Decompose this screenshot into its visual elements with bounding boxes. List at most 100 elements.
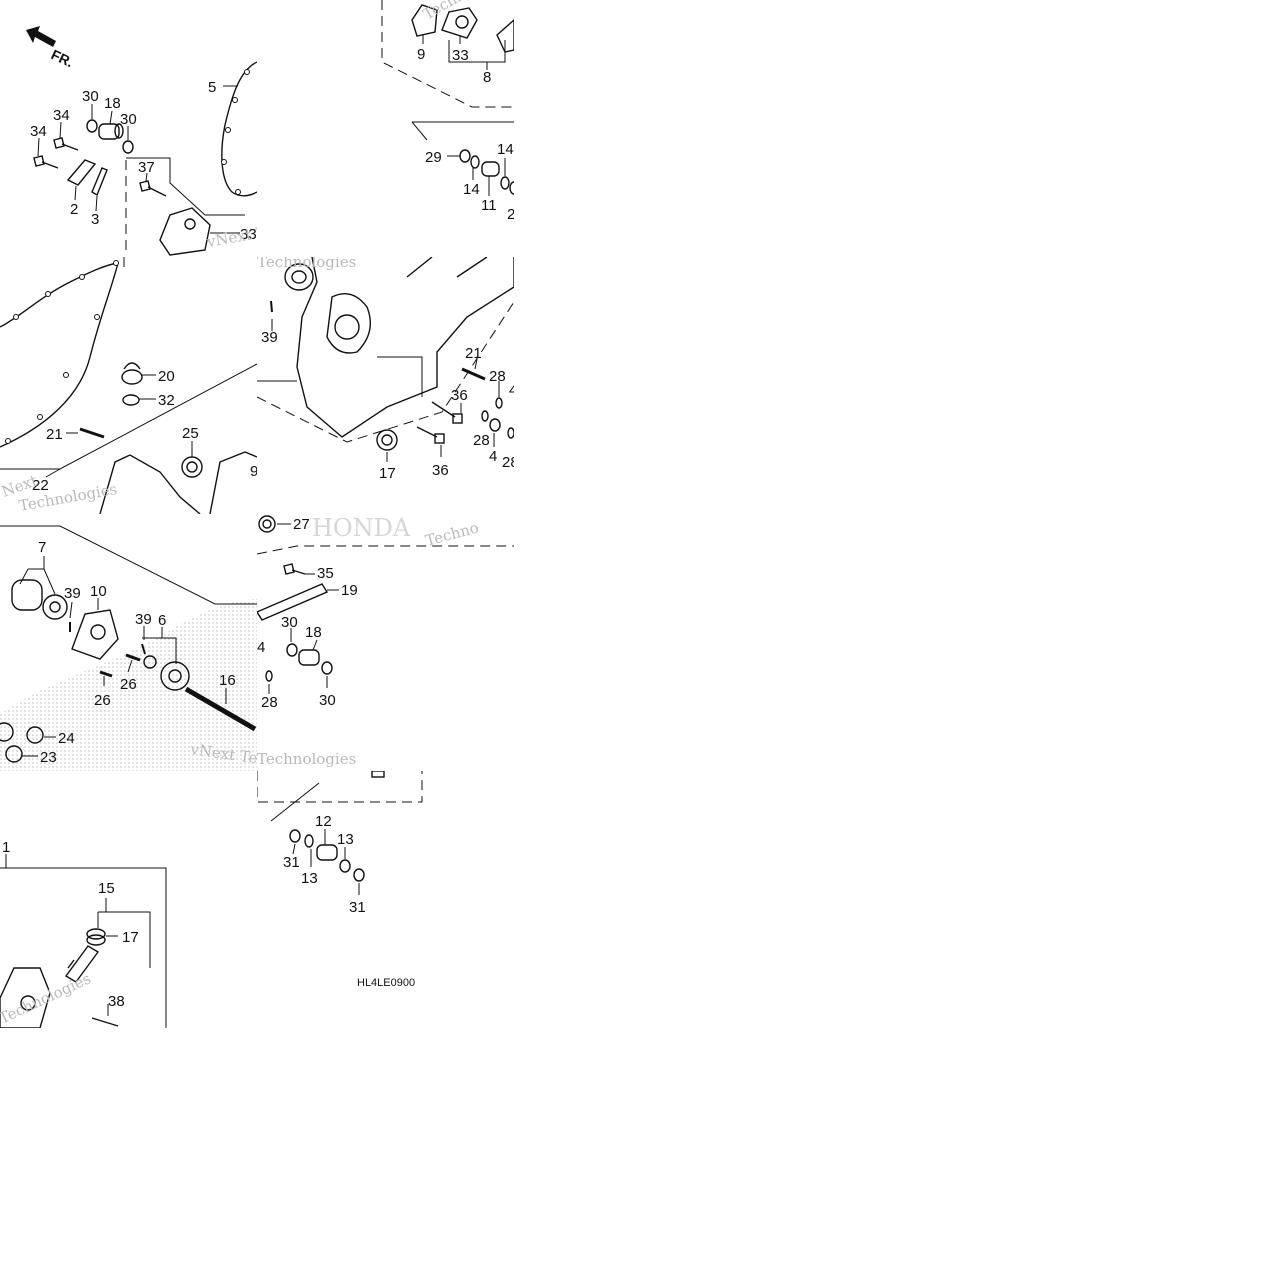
callout-label: 34 — [53, 107, 70, 124]
plug-part — [481, 161, 500, 177]
front-arrow-icon: FR. — [26, 26, 76, 70]
callout-label: 29 — [425, 149, 442, 166]
diagram-tile-top-mid: 9 33 8 29 14 14 11 2 Techno — [257, 0, 514, 257]
bolt — [416, 426, 445, 444]
seal-ring — [500, 176, 514, 195]
callout-label: 37 — [138, 159, 155, 176]
bolt — [91, 1017, 119, 1027]
callout-label: 15 — [98, 880, 115, 897]
link-plate — [66, 159, 97, 186]
seal-ring — [265, 670, 273, 682]
diagram-tile-lower-mid-bottom: 31 13 12 13 31 — [257, 771, 427, 921]
plug-part — [316, 844, 338, 861]
front-marker: FR. — [49, 46, 76, 70]
diagram-tile-bottom-left: 1 15 17 38 Technologies — [0, 828, 170, 1028]
plug-part — [298, 649, 320, 666]
dowel-pin — [270, 300, 273, 313]
cap-part — [121, 362, 143, 385]
callout-label: 6 — [158, 612, 166, 629]
callout-label: 33 — [240, 226, 257, 243]
bearing-part — [284, 263, 314, 291]
callout-label: 28 — [489, 368, 506, 385]
callout-label: 14 — [463, 181, 480, 198]
diagram-tile-lower-mid: HONDA Techno 27 35 19 30 18 28 30 4 — [257, 514, 514, 771]
callout-label: 39 — [135, 611, 152, 628]
bracket-part — [159, 207, 211, 256]
callout-label: 4 — [489, 448, 497, 465]
diagram-tile-lower-left: 7 39 10 39 6 26 26 16 24 23 vNext Tec — [0, 514, 257, 771]
callout-label: 28 — [473, 432, 490, 449]
callout-label: 21 — [46, 426, 63, 443]
callout-label: 23 — [40, 749, 57, 766]
o-ring — [321, 661, 333, 675]
callout-label: 2 — [507, 206, 514, 223]
callout-label: 22 — [32, 477, 49, 494]
callout-label: 3 — [91, 211, 99, 228]
callout-label: 39 — [261, 329, 278, 346]
gasket-outline — [221, 61, 257, 197]
watermark-text: Technologies — [0, 969, 94, 1027]
oil-strainer — [257, 583, 329, 621]
callout-label: 16 — [219, 672, 236, 689]
callout-label: 17 — [379, 465, 396, 482]
tile-mid-mid-drawing: 39 21 28 36 4 28 17 36 4 28 Technologies — [257, 257, 514, 482]
callout-label: 25 — [182, 425, 199, 442]
housing-part — [411, 4, 514, 53]
dowel-pin — [79, 427, 105, 439]
callout-label: 28 — [261, 694, 278, 711]
o-ring — [459, 149, 471, 163]
plug-part — [98, 123, 124, 140]
nut-part — [371, 771, 385, 778]
callout-label: 30 — [281, 614, 298, 631]
seal-ring — [304, 834, 314, 848]
tile-mid-left-drawing: 20 32 21 25 22 9 Next Technologies — [0, 257, 257, 514]
seal-ring — [258, 515, 276, 533]
callout-label: 30 — [120, 111, 137, 128]
gasket-strip — [91, 167, 108, 197]
o-ring — [122, 394, 140, 406]
callout-label: 24 — [58, 730, 75, 747]
crankcase-outline — [296, 257, 514, 438]
spring-cap — [86, 928, 106, 946]
callout-label: 30 — [319, 692, 336, 709]
callout-label: 31 — [349, 899, 366, 916]
bolt — [33, 155, 59, 169]
callout-label: 20 — [158, 368, 175, 385]
callout-label: 8 — [483, 69, 491, 86]
callout-label: 32 — [158, 392, 175, 409]
callout-label: 34 — [30, 123, 47, 140]
seal-ring — [339, 859, 351, 873]
tile-top-mid-drawing: 9 33 8 29 14 14 11 2 Techno — [381, 0, 514, 223]
callout-label: 19 — [341, 582, 358, 599]
callout-label: 4 — [509, 382, 514, 399]
bolt — [431, 401, 463, 424]
bolt — [139, 180, 167, 197]
pin — [99, 653, 141, 678]
callout-label: 36 — [451, 387, 468, 404]
callout-label: 5 — [208, 79, 216, 96]
pump-body — [71, 609, 119, 660]
o-ring — [286, 643, 298, 657]
callout-label: 38 — [108, 993, 125, 1010]
tile-lower-left-drawing: 7 39 10 39 6 26 26 16 24 23 vNext Tec — [0, 525, 257, 771]
callout-label: 18 — [104, 95, 121, 112]
pump-housing — [0, 967, 51, 1028]
callout-label: 1 — [2, 839, 10, 856]
callout-label: 35 — [317, 565, 334, 582]
o-ring — [122, 140, 134, 154]
callout-label: 26 — [120, 676, 137, 693]
seal-ring — [481, 397, 514, 439]
tile-lower-mid-drawing: HONDA Techno 27 35 19 30 18 28 30 4 — [257, 514, 514, 768]
callout-label: 2 — [70, 201, 78, 218]
callout-label: 9 — [417, 46, 425, 63]
dowel-pin — [461, 367, 486, 381]
bolt — [283, 563, 306, 575]
gasket-outline — [0, 262, 119, 448]
callout-label: 7 — [38, 539, 46, 556]
tile-bottom-left-drawing: 1 15 17 38 Technologies — [0, 839, 167, 1028]
bearing-part — [181, 456, 203, 478]
callout-label: 18 — [305, 624, 322, 641]
drawing-code: HL4LE0900 — [357, 977, 416, 989]
diagram-tile-mid-mid: 39 21 28 36 4 28 17 36 4 28 Technologies — [257, 257, 514, 514]
